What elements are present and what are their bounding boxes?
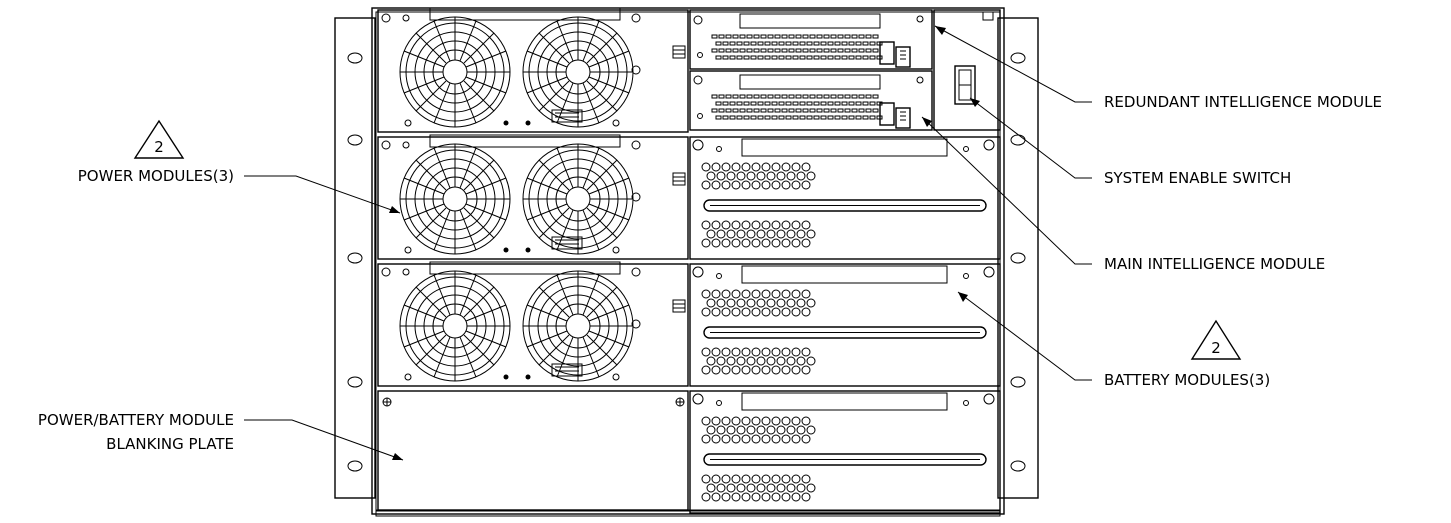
power-modules-label: POWER MODULES(3) xyxy=(78,167,234,185)
power-module-3 xyxy=(378,262,688,386)
battery-module-3 xyxy=(690,391,1000,513)
power-module-1 xyxy=(378,8,688,132)
battery-note-number: 2 xyxy=(1211,339,1221,357)
main-intelligence-module-label: MAIN INTELLIGENCE MODULE xyxy=(1104,255,1325,273)
blanking-plate-label-line2: BLANKING PLATE xyxy=(106,435,234,453)
main-intelligence-module xyxy=(689,70,933,131)
battery-note-triangle: 2 xyxy=(1190,319,1242,360)
leader-lines xyxy=(244,25,1092,461)
battery-module-2 xyxy=(690,264,1000,386)
power-note-triangle: 2 xyxy=(133,119,185,159)
blanking-plate-label-line1: POWER/BATTERY MODULE xyxy=(38,411,234,429)
battery-module-1 xyxy=(690,137,1000,259)
system-enable-switch-label: SYSTEM ENABLE SWITCH xyxy=(1104,169,1291,187)
system-enable-switch xyxy=(933,9,1001,131)
redundant-intelligence-module xyxy=(689,9,933,70)
power-module-2 xyxy=(378,135,688,259)
blanking-plate xyxy=(377,390,689,511)
battery-modules-label: BATTERY MODULES(3) xyxy=(1104,371,1270,389)
power-note-number: 2 xyxy=(154,138,164,156)
redundant-intelligence-module-label: REDUNDANT INTELLIGENCE MODULE xyxy=(1104,93,1382,111)
